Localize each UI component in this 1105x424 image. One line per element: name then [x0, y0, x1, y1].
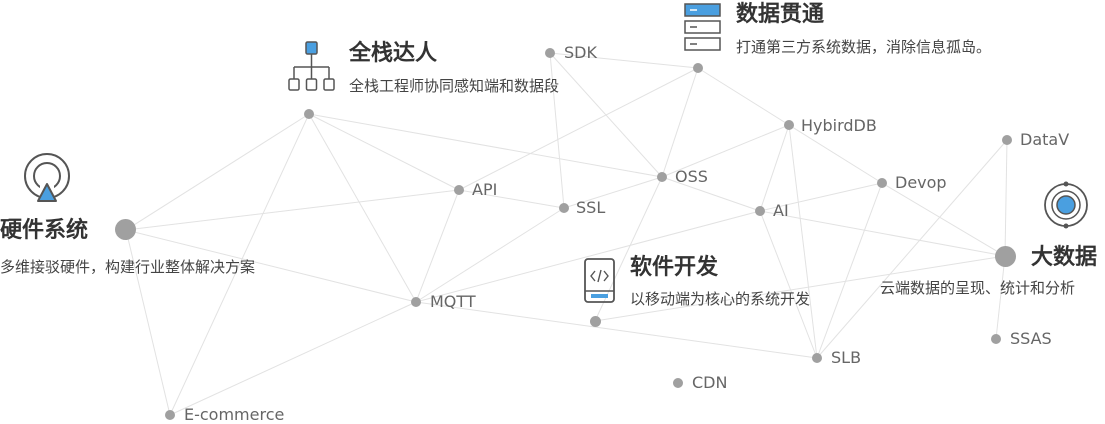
feature-title-hardware: 硬件系统 [0, 218, 89, 243]
node-dot [673, 378, 683, 388]
node-ssl: SSL [576, 198, 606, 217]
feature-title-bigdata: 大数据 [1031, 245, 1098, 270]
node-api: API [472, 180, 498, 199]
node-slb: SLB [831, 348, 862, 367]
feature-desc-software: 以移动端为核心的系统开发 [630, 290, 811, 308]
connector-line [788, 124, 883, 184]
connector-line [881, 182, 1006, 257]
node-dot [454, 185, 464, 195]
feature-desc-fullstack: 全栈工程师协同感知端和数据段 [349, 77, 560, 95]
feature-desc-bigdata: 云端数据的呈现、统计和分析 [880, 279, 1076, 297]
node-dot [304, 109, 314, 119]
feature-title-data-connect: 数据贯通 [736, 2, 825, 27]
node-dot [784, 120, 794, 130]
connector-line [816, 182, 883, 359]
connector-line [661, 124, 790, 178]
connector-line [308, 113, 417, 303]
node-dot [165, 410, 175, 420]
connector-line [169, 301, 417, 416]
connector-line [308, 113, 460, 191]
connector-line [415, 210, 761, 303]
node-dot [755, 206, 765, 216]
connector-line [549, 52, 699, 69]
orbit-target-icon [1044, 181, 1088, 229]
org-chart-icon [288, 41, 335, 91]
connector-line [415, 301, 818, 359]
node-ai: AI [773, 201, 789, 220]
node-dot [559, 203, 569, 213]
connector-line [995, 255, 1006, 340]
connector-line [458, 189, 565, 209]
connector-line [125, 229, 417, 303]
code-tablet-icon [584, 258, 615, 303]
node-oss: OSS [675, 167, 708, 186]
signal-pin-icon [24, 153, 70, 204]
connector-line [125, 113, 310, 231]
node-ecommerce: E-commerce [184, 405, 285, 424]
connector-line [125, 229, 171, 416]
connector-line [563, 176, 663, 209]
feature-desc-hardware: 多维接驳硬件，构建行业整体解决方案 [0, 258, 256, 276]
node-dot [693, 63, 703, 73]
connector-line [816, 139, 1008, 359]
connector-line [759, 210, 1006, 257]
node-devop: Devop [895, 173, 947, 192]
connector-line [415, 189, 460, 303]
connector-line [759, 124, 790, 212]
node-sdk: SDK [564, 43, 597, 62]
node-dot [411, 297, 421, 307]
node-cdn: CDN [692, 373, 728, 392]
connector-line [169, 113, 310, 416]
feature-title-software: 软件开发 [630, 255, 719, 280]
feature-title-fullstack: 全栈达人 [349, 41, 438, 66]
connector-line [125, 189, 460, 231]
node-dot [657, 172, 667, 182]
node-dot [545, 48, 555, 58]
connector-line [1004, 139, 1008, 257]
node-dot [995, 246, 1016, 267]
feature-desc-data-connect: 打通第三方系统数据，消除信息孤岛。 [736, 38, 992, 56]
node-ssas: SSAS [1010, 329, 1052, 348]
node-dot [991, 334, 1001, 344]
connector-line [308, 113, 663, 178]
connector-line [415, 207, 565, 303]
node-dot [812, 353, 822, 363]
connector-line [788, 124, 818, 359]
node-dot [877, 178, 887, 188]
connector-line [661, 176, 761, 212]
connector-line [759, 182, 883, 212]
node-hybriddb: HybirdDB [801, 116, 877, 135]
node-dot [590, 316, 601, 327]
node-mqtt: MQTT [430, 292, 476, 311]
connector-line [759, 210, 818, 359]
node-dot [1002, 135, 1012, 145]
node-datav: DataV [1020, 130, 1070, 149]
connector-line [661, 67, 699, 178]
connector-line [697, 67, 790, 126]
connector-line [594, 255, 1006, 322]
node-dot [115, 219, 136, 240]
connector-line [549, 52, 565, 209]
server-stack-icon [684, 3, 721, 51]
connector-line [458, 67, 699, 191]
